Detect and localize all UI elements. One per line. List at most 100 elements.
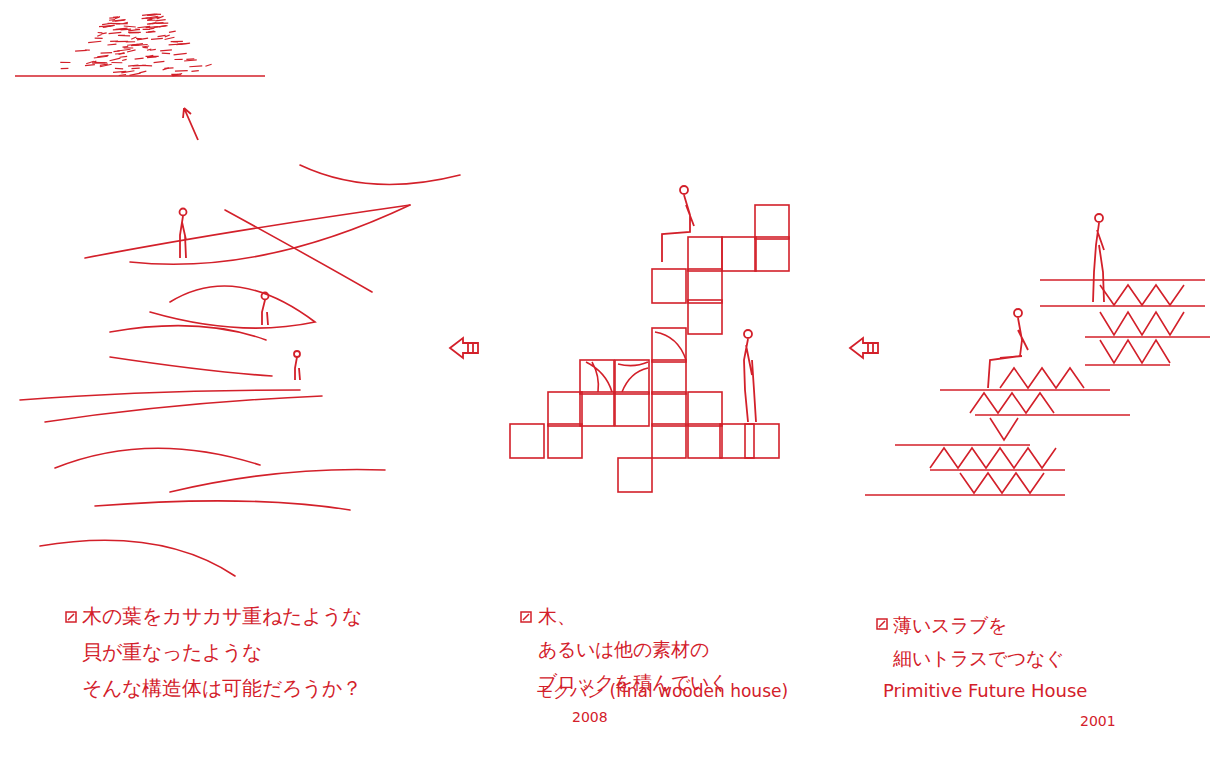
- leaf-structure: [170, 469, 385, 492]
- scribble-stroke: [121, 71, 134, 73]
- wood-block: [688, 392, 722, 426]
- scribble-stroke: [158, 35, 166, 36]
- person-figure: [988, 318, 1028, 388]
- person-figure: [180, 209, 187, 216]
- scribble-stroke: [124, 47, 134, 48]
- scribble-stroke: [142, 17, 149, 19]
- person-figure: [1014, 309, 1022, 317]
- person-figure: [662, 195, 694, 262]
- up-arrow: [183, 108, 198, 140]
- scribble-stroke: [162, 53, 170, 55]
- up-arrow: [183, 108, 198, 140]
- slab-truss: [1100, 285, 1184, 305]
- scribble-stroke: [120, 56, 128, 58]
- wood-block: [652, 424, 686, 458]
- scribble-stroke: [131, 67, 139, 69]
- slab-truss: [960, 473, 1044, 493]
- scribble-stroke: [107, 44, 116, 46]
- scribble-stroke: [102, 23, 112, 24]
- scribble-stroke: [154, 26, 168, 28]
- scribble-stroke: [88, 41, 101, 42]
- wood-block: [755, 205, 789, 239]
- wood-block: [745, 424, 779, 458]
- scribble-mound: [15, 75, 265, 77]
- scribble-stroke: [135, 28, 140, 30]
- scribble-stroke: [205, 64, 211, 66]
- scribble-stroke: [189, 65, 202, 67]
- scribble-stroke: [174, 59, 182, 60]
- person-figure: [744, 330, 752, 338]
- scribble-stroke: [100, 64, 112, 67]
- scribble-stroke: [165, 37, 175, 39]
- scribble-stroke: [160, 49, 172, 51]
- leaf-structure: [20, 165, 460, 576]
- scribble-stroke: [85, 49, 90, 50]
- scribble-stroke: [110, 41, 118, 42]
- left-arrow: [850, 338, 878, 358]
- slab-truss: [865, 280, 1210, 495]
- scribble-stroke: [142, 65, 152, 67]
- scribble-stroke: [186, 58, 194, 60]
- scribble-stroke: [103, 25, 115, 27]
- leaf-structure: [150, 286, 315, 328]
- wood-block: [510, 424, 544, 458]
- wood-block: [580, 392, 614, 426]
- wood-block: [580, 360, 614, 394]
- scribble-stroke: [152, 23, 164, 24]
- scribble-stroke: [109, 32, 122, 33]
- scribble-stroke: [131, 37, 136, 39]
- scribble-stroke: [121, 28, 131, 30]
- scribble-stroke: [147, 14, 157, 15]
- scribble-stroke: [100, 64, 108, 65]
- wood-block: [548, 424, 582, 458]
- scribble-stroke: [122, 59, 127, 60]
- person-figure: [1093, 223, 1104, 302]
- slab-truss: [930, 448, 1056, 468]
- leaf-structure: [110, 326, 266, 340]
- wood-block: [618, 458, 652, 492]
- scribble-stroke: [191, 70, 198, 72]
- scribble-stroke: [147, 56, 157, 58]
- leaf-structure: [110, 357, 272, 376]
- wood-blocks: [510, 205, 789, 492]
- scribble-stroke: [184, 60, 197, 61]
- scribble-stroke: [124, 25, 136, 27]
- scribble-stroke: [148, 31, 154, 32]
- scribble-stroke: [128, 32, 141, 33]
- scribble-stroke: [111, 62, 122, 63]
- handwritten-note: 2008: [572, 708, 608, 726]
- wood-block: [688, 237, 722, 271]
- scribble-stroke: [169, 31, 176, 32]
- wood-block: [615, 392, 649, 426]
- person-figure: [180, 216, 186, 258]
- scribble-stroke: [150, 49, 156, 51]
- scribble-stroke: [171, 41, 183, 43]
- scribble-stroke: [174, 53, 187, 54]
- person-figure: [262, 300, 268, 325]
- scribble-stroke: [139, 71, 146, 73]
- scribble-stroke: [151, 38, 163, 40]
- scribble-stroke: [115, 20, 125, 21]
- slab-truss: [1100, 340, 1170, 363]
- handwritten-note: 木の葉をカサカサ重ねたような 貝が重なったような そんな構造体は可能だろうか？: [82, 598, 362, 706]
- scribble-stroke: [116, 23, 128, 25]
- scribble-stroke: [85, 65, 95, 66]
- wood-block: [722, 237, 756, 271]
- scribble-stroke: [115, 68, 123, 70]
- wood-block: [652, 360, 686, 394]
- scribble-stroke: [176, 43, 190, 45]
- scribble-stroke: [94, 62, 107, 64]
- scribble-stroke: [163, 68, 169, 70]
- leaf-structure: [55, 448, 260, 468]
- leaf-structure: [225, 210, 372, 292]
- scribble-stroke: [143, 47, 148, 49]
- scribble-stroke: [175, 70, 188, 72]
- scribble-stroke: [154, 61, 165, 62]
- scribble-stroke: [155, 20, 165, 21]
- scribble-stroke: [95, 37, 103, 39]
- left-arrow: [450, 338, 878, 358]
- slab-truss: [990, 418, 1018, 440]
- scribble-stroke: [135, 58, 144, 60]
- scribble-stroke: [129, 32, 139, 34]
